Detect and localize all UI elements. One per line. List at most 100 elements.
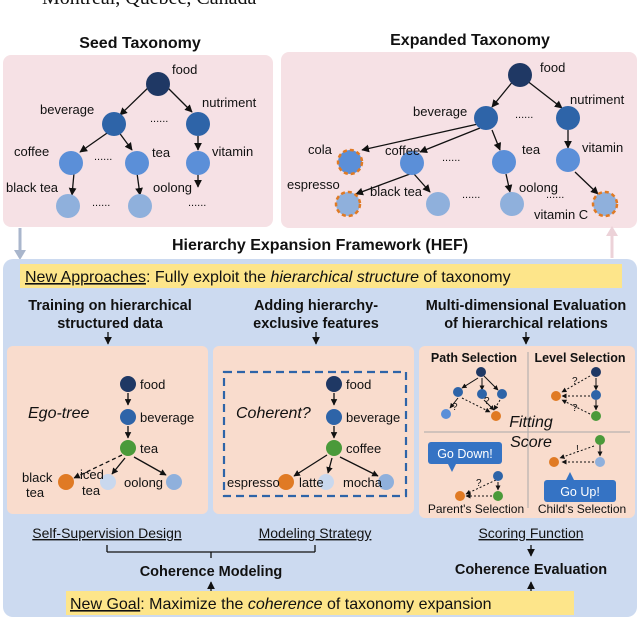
seed-dots-3: ...... <box>92 197 110 209</box>
seed-taxonomy-tree <box>68 83 202 196</box>
coh-node-coffee <box>326 440 342 456</box>
score-label: Score <box>510 434 552 451</box>
ego-node-beverage <box>120 409 136 425</box>
path-selection-edges <box>449 375 501 413</box>
seed-label-tea: tea <box>152 145 171 160</box>
coh-label-food: food <box>346 377 371 392</box>
ego-node-food <box>120 376 136 392</box>
seed-label-black-tea: black tea <box>6 180 59 195</box>
exp-node-vitamin-c <box>591 190 619 218</box>
exp-node-food <box>508 63 532 87</box>
seed-node-food <box>146 72 170 96</box>
path-q1: ? <box>452 402 458 413</box>
exp-label-coffee: coffee <box>385 143 420 158</box>
exp-label-espresso: espresso <box>287 177 340 192</box>
parents-selection-edges <box>465 479 501 499</box>
ego-node-black-tea <box>58 474 74 490</box>
coh-label-beverage: beverage <box>346 410 400 425</box>
seed-label-oolong: oolong <box>153 180 192 195</box>
scoring-function-label: Scoring Function <box>478 525 583 541</box>
new-goal-banner <box>66 591 574 615</box>
seed-taxonomy-panel <box>3 55 273 227</box>
coherence-modeling-label: Coherence Modeling <box>140 564 283 580</box>
header-text: Montréal, Québec, Canada <box>42 0 256 9</box>
side-arrows <box>14 226 618 260</box>
seed-label-coffee: coffee <box>14 144 49 159</box>
ego-label-black-tea: tea <box>26 485 45 500</box>
exp-label-cola: cola <box>308 142 333 157</box>
ego-label-food: food <box>140 377 165 392</box>
seed-node-coffee <box>59 151 83 175</box>
coh-label-mocha: mocha <box>343 475 383 490</box>
exp-node-espresso <box>334 190 362 218</box>
multi-header-line1: Multi-dimensional Evaluation <box>426 298 627 314</box>
fitting-label: Fitting <box>509 414 553 431</box>
level-node-mid <box>591 390 601 400</box>
ego-tree-panel <box>7 346 208 514</box>
expanded-taxonomy-panel <box>281 52 637 228</box>
ego-node-oolong <box>166 474 182 490</box>
exp-label-tea: tea <box>522 142 541 157</box>
ego-label-oolong: oolong <box>124 475 163 490</box>
coherent-dashed-box <box>222 370 408 498</box>
exp-node-cola <box>336 148 364 176</box>
level-node-query <box>551 391 561 401</box>
exp-dots-4: ...... <box>546 189 564 201</box>
seed-dots-2: ...... <box>94 151 112 163</box>
child-node-leaf <box>595 457 605 467</box>
seed-label-nutriment: nutriment <box>202 95 257 110</box>
coherent-panel <box>213 346 414 514</box>
go-down-bubble: Go Down! <box>428 442 502 472</box>
ego-node-iced-tea <box>100 474 116 490</box>
path-node-root <box>476 367 486 377</box>
coh-node-espresso <box>278 474 294 490</box>
parent-node-query <box>455 491 465 501</box>
child-bang: ! <box>576 444 579 455</box>
expanded-taxonomy-tree <box>355 79 599 196</box>
exp-label-oolong: oolong <box>519 180 558 195</box>
ego-label-black: black <box>22 470 53 485</box>
parent-node-top <box>493 471 503 481</box>
multi-header-line2: of hierarchical relations <box>444 316 608 332</box>
exp-label-beverage: beverage <box>413 104 467 119</box>
new-approaches-banner <box>20 264 622 288</box>
seed-label-beverage: beverage <box>40 102 94 117</box>
exp-node-oolong <box>500 192 524 216</box>
path-q2: ? <box>484 396 490 407</box>
framework-title: Hierarchy Expansion Framework (HEF) <box>172 237 468 254</box>
header-arrows <box>104 332 530 345</box>
exp-node-tea <box>492 150 516 174</box>
self-supervision-label: Self-Supervision Design <box>32 525 181 541</box>
exp-dots-3: ...... <box>462 189 480 201</box>
exp-dots-1: ...... <box>515 109 533 121</box>
modeling-strategy-label: Modeling Strategy <box>259 525 372 541</box>
level-q2: ? <box>572 403 578 414</box>
exp-label-food: food <box>540 60 565 75</box>
ego-label-iced-tea: tea <box>82 483 101 498</box>
new-approaches-text: New Approaches: Fully exploit the hierar… <box>25 269 511 286</box>
go-up-bubble: Go Up! <box>544 472 616 502</box>
ego-label-tea: tea <box>140 441 159 456</box>
level-selection-label: Level Selection <box>534 351 625 365</box>
path-selection-label: Path Selection <box>431 351 517 365</box>
seed-label-food: food <box>172 62 197 77</box>
level-selection-edges <box>561 375 599 415</box>
seed-node-oolong <box>128 194 152 218</box>
exp-dots-2: ...... <box>442 152 460 164</box>
seed-node-nutriment <box>186 112 210 136</box>
path-node-b <box>477 389 487 399</box>
seed-dots-4: ...... <box>188 197 206 209</box>
coh-node-latte <box>318 474 334 490</box>
ego-node-tea <box>120 440 136 456</box>
coh-node-beverage <box>326 409 342 425</box>
training-header-line1: Training on hierarchical <box>28 298 192 314</box>
path-node-d <box>441 409 451 419</box>
parent-q: ? <box>476 478 482 489</box>
go-down-text: Go Down! <box>437 447 493 461</box>
coh-node-mocha <box>378 474 394 490</box>
coh-node-food <box>326 376 342 392</box>
exp-node-beverage <box>474 106 498 130</box>
go-up-text: Go Up! <box>560 485 600 499</box>
child-node-query <box>549 457 559 467</box>
